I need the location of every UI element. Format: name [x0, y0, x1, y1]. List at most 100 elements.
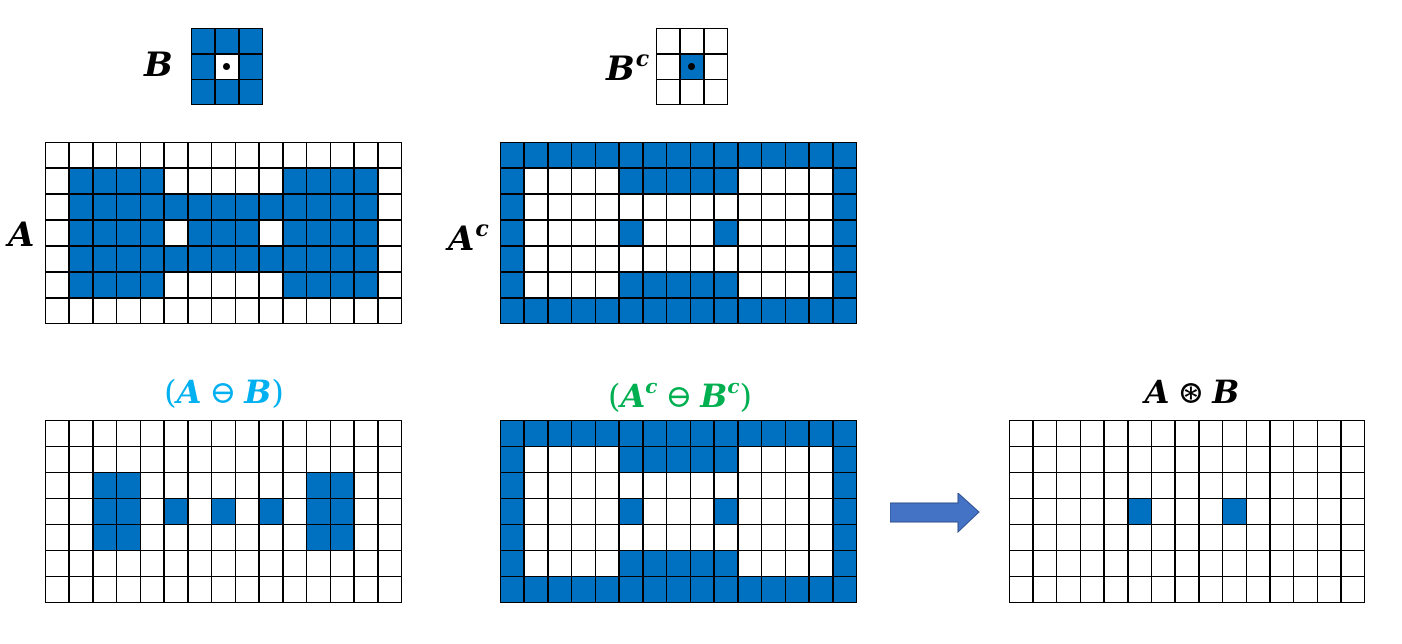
grid-cell-filled [192, 54, 215, 79]
grid-cell-empty [1318, 447, 1341, 472]
grid-cell-filled [619, 499, 643, 524]
grid-cell-empty [657, 54, 680, 79]
grid-cell-filled [283, 272, 306, 298]
grid-cell-filled [141, 246, 164, 272]
grid-cell-empty [762, 447, 785, 472]
grid-b [191, 28, 263, 105]
grid-cell-empty [378, 272, 401, 298]
grid-cell-filled [236, 220, 259, 246]
grid-cell-empty [236, 298, 259, 323]
grid-cell-empty [69, 525, 93, 550]
grid-cell-empty [1104, 473, 1127, 498]
grid-cell-empty [212, 525, 235, 550]
label-b: B [144, 48, 173, 82]
grid-cell-empty [1341, 499, 1364, 524]
grid-cell-empty [809, 447, 833, 472]
grid-cell-empty [1175, 473, 1199, 498]
grid-cell-empty [1152, 525, 1175, 550]
grid-cell-empty [283, 499, 306, 524]
grid-cell-empty [667, 220, 690, 246]
grid-cell-empty [236, 551, 259, 576]
grid-cell-empty [46, 168, 69, 194]
grid-cell-filled [501, 272, 524, 298]
grid-cell-filled [331, 499, 354, 524]
grid-cell-filled [307, 168, 330, 194]
grid-cell-empty [1294, 577, 1317, 602]
grid-cell-empty [1057, 421, 1080, 446]
grid-cell-empty [188, 551, 211, 576]
grid-cell-filled [501, 525, 524, 550]
grid-cell-empty [283, 473, 306, 498]
grid-cell-empty [786, 194, 809, 220]
grid-cell-empty [1199, 473, 1222, 498]
grid-cell-empty [1247, 577, 1270, 602]
grid-cell-empty [596, 194, 619, 220]
grid-cell-empty [738, 246, 761, 272]
grid-cell-empty [1081, 499, 1104, 524]
grid-cell-empty [1175, 421, 1199, 446]
grid-cell-filled [69, 194, 93, 220]
grid-cell-empty [259, 525, 283, 550]
grid-cell-empty [164, 272, 188, 298]
grid-cell-empty [809, 551, 833, 576]
grid-cell-filled [69, 168, 93, 194]
grid-cell-filled [117, 499, 140, 524]
grid-cell-empty [188, 447, 211, 472]
grid-cell-empty [1081, 447, 1104, 472]
grid-cell-empty [643, 499, 666, 524]
grid-cell-empty [548, 246, 571, 272]
grid-cell-empty [1175, 525, 1199, 550]
grid-cell-empty [1057, 551, 1080, 576]
grid-cell-filled [833, 473, 856, 498]
grid-cell-filled [667, 447, 690, 472]
grid-cell-filled [833, 525, 856, 550]
grid-cell-filled [619, 551, 643, 576]
grid-cell-empty [762, 473, 785, 498]
grid-cell-empty [331, 421, 354, 446]
grid-cell-filled [714, 298, 738, 323]
label-ac-sup: c [475, 216, 489, 242]
grid-cell-filled [572, 143, 595, 168]
grid-cell-empty [141, 473, 164, 498]
grid-cell-empty [69, 577, 93, 602]
grid-cell-empty [46, 551, 69, 576]
grid-cell-empty [307, 421, 330, 446]
erosion-title: (A⊖B) [164, 376, 284, 408]
grid-cell-filled [236, 194, 259, 220]
grid-cell-empty [1199, 577, 1222, 602]
grid-cell-empty [69, 499, 93, 524]
grid-cell-empty [1104, 525, 1127, 550]
grid-cell-empty [141, 421, 164, 446]
grid-cell-empty [331, 447, 354, 472]
grid-cell-empty [354, 298, 378, 323]
grid-cell-empty [1341, 473, 1364, 498]
grid-cell-empty [667, 525, 690, 550]
grid-cell-filled [643, 551, 666, 576]
grid-cell-empty [1247, 447, 1270, 472]
grid-cell-empty [46, 447, 69, 472]
grid-cell-empty [378, 551, 401, 576]
grid-cell-empty [1223, 447, 1246, 472]
grid-cell-empty [1128, 577, 1151, 602]
grid-cell-empty [1010, 447, 1033, 472]
grid-cell-filled [738, 143, 761, 168]
grid-cell-filled [667, 143, 690, 168]
grid-cell-filled [667, 272, 690, 298]
grid-cell-empty [164, 220, 188, 246]
grid-cell-empty [809, 220, 833, 246]
grid-cell-empty [704, 29, 727, 53]
grid-cell-empty [714, 246, 738, 272]
grid-cell-empty [117, 551, 140, 576]
grid-cell-filled [786, 143, 809, 168]
grid-cell-empty [786, 246, 809, 272]
grid-cell-empty [164, 525, 188, 550]
grid-cell-filled [809, 421, 833, 446]
grid-cell-empty [643, 220, 666, 246]
grid-cell-filled [786, 298, 809, 323]
grid-cell-filled [259, 499, 283, 524]
grid-cell-empty [1318, 577, 1341, 602]
grid-cell-empty [117, 577, 140, 602]
grid-cell-filled [1223, 499, 1246, 524]
title-a: A [620, 377, 646, 415]
grid-cell-filled [117, 168, 140, 194]
